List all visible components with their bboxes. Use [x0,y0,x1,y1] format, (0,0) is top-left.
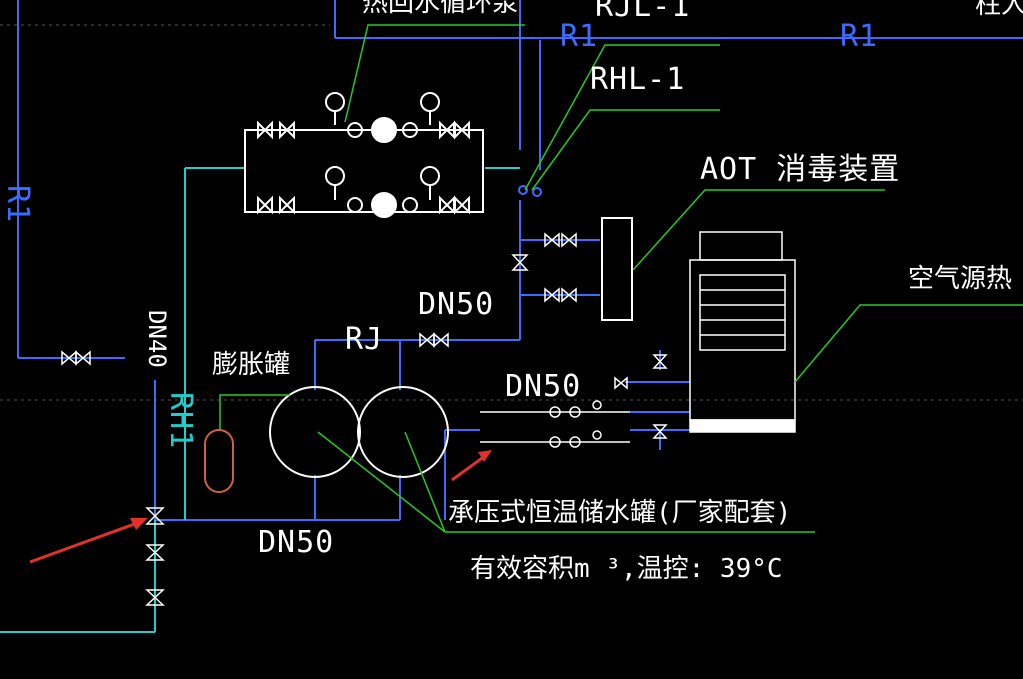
reference-lines [0,24,1023,401]
dn50-top-label: DN50 [418,287,495,322]
expansion-tank [204,429,234,493]
dn40-label: DN40 [143,310,171,368]
storage-tanks [269,386,449,478]
aot-label: AOT 消毒装置 [700,152,901,187]
cyan-pipes [0,167,520,633]
volume-label: 有效容积m ³,温控: 39°C [470,554,783,584]
expansion-tank-label: 膨胀罐 [212,350,291,380]
r1-top-right-label: R1 [840,19,879,54]
pump-group [244,92,484,218]
red-arrows [29,450,492,564]
aot-device [601,217,633,321]
heat-pump-connections [480,354,668,448]
dn50-bottom-label: DN50 [258,525,335,560]
rjl1-label: RJL-1 [595,0,691,24]
r1-top-label: R1 [560,19,599,54]
hot-water-pump-label: 热回水循环泵 [362,0,519,18]
dn50-mid-label: DN50 [505,369,582,404]
valves [61,232,577,606]
fittings [518,185,542,197]
rj-label: RJ [345,322,384,357]
r1-left-label: R1 [0,185,35,224]
heat-pump-unit [689,231,796,433]
top-far-right-label: 柱人 [975,0,1023,20]
storage-tank-label: 承压式恒温储水罐(厂家配套) [448,498,792,528]
rhl1-label: RHL-1 [590,62,686,97]
rh1-label: RH1 [163,392,198,450]
air-source-label: 空气源热 [908,264,1013,294]
leader-lines [219,24,1023,533]
